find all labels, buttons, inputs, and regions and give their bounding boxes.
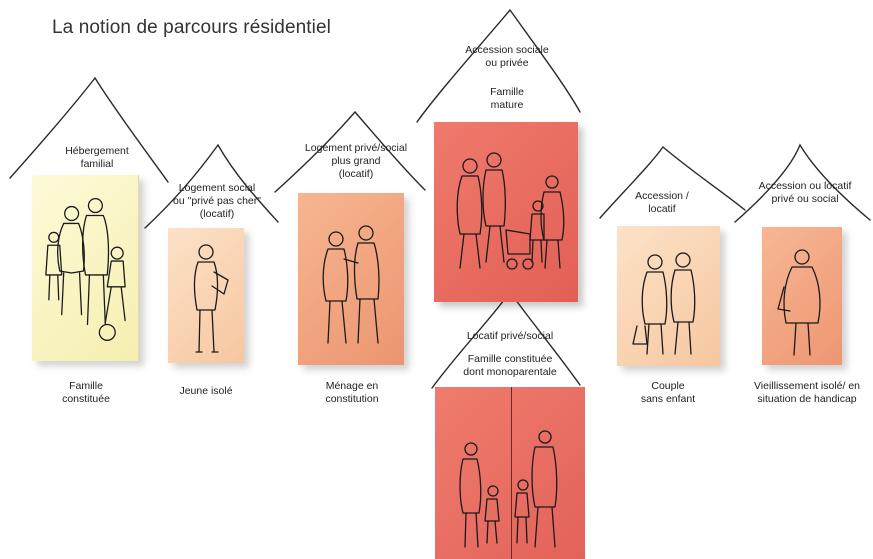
mature-family-illustration [456,152,565,270]
young-person-illustration [193,244,229,353]
panel-divider [511,387,512,559]
housing-label-6: Accession /locatif [635,190,689,215]
panel-menage-en-constitution [298,193,404,365]
panel-famille-constituee [32,175,139,361]
panel-jeune-isole [168,228,244,363]
family-figures-illustration [45,198,126,341]
single-parent-families-illustration [459,430,558,548]
senior-couple-illustration [632,252,696,355]
roof-6 [599,145,746,219]
roof-4 [416,8,581,123]
panel-couple-sans-enfant [617,226,720,366]
panel-famille-monoparentale [435,387,585,559]
panel-famille-mature [434,122,578,302]
roof-2 [144,143,279,229]
household-label-2: Jeune isolé [179,385,233,397]
couple-illustration [322,225,380,344]
roof-1 [9,76,169,183]
elderly-person-illustration [777,249,821,356]
roof-3 [274,110,426,193]
housing-label-5: Locatif privé/social [466,330,554,342]
roof-7 [734,143,871,223]
panel-vieillissement-isole [762,227,842,365]
diagram-title: La notion de parcours résidentiel [52,17,331,38]
